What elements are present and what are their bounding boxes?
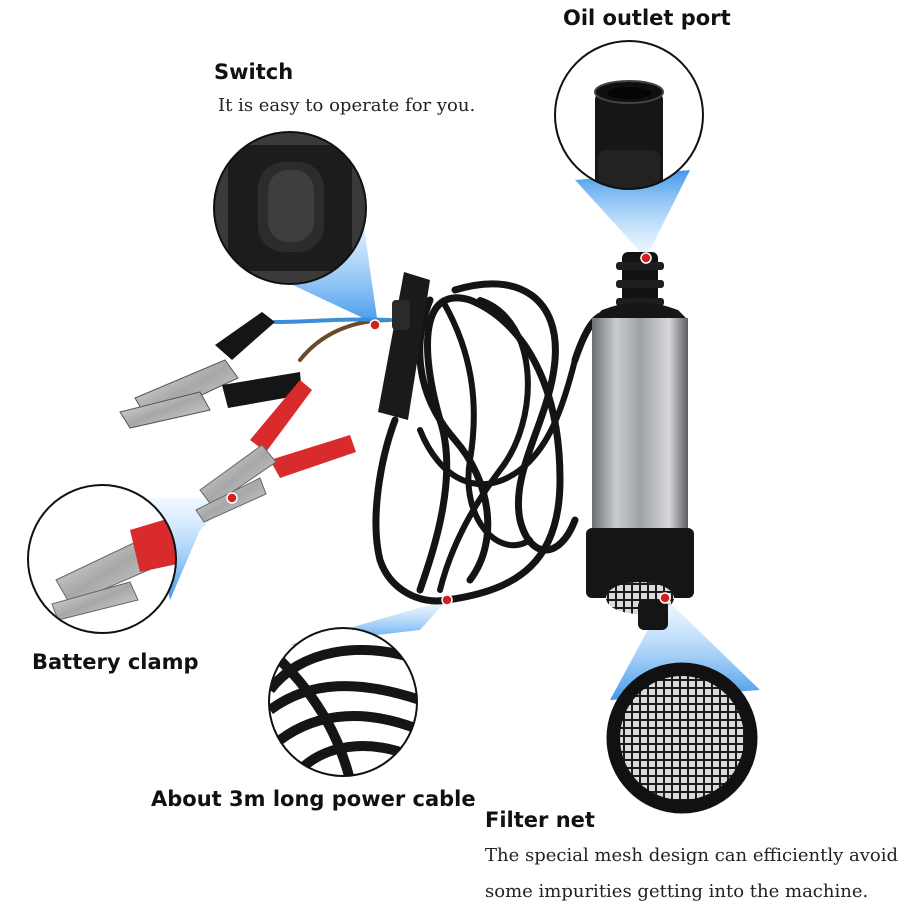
pump-body	[586, 252, 694, 630]
cable-marker	[441, 594, 453, 606]
outlet-callout-beam	[575, 170, 690, 258]
inline-switch	[378, 272, 430, 420]
cable-zoom-circle	[268, 627, 418, 777]
outlet-marker	[640, 252, 652, 264]
switch-zoom-circle	[213, 131, 367, 285]
filter-zoom-circle	[606, 662, 758, 814]
filter-description-line2: some impurities getting into the machine…	[485, 881, 869, 902]
switch-marker	[369, 319, 381, 331]
cable-title: About 3m long power cable	[151, 787, 476, 811]
power-cable	[273, 280, 609, 605]
filter-marker	[659, 592, 671, 604]
filter-title: Filter net	[485, 808, 595, 832]
switch-description: It is easy to operate for you.	[218, 95, 476, 116]
red-battery-clamp	[195, 380, 356, 523]
outlet-zoom-circle	[554, 40, 704, 190]
clamp-title: Battery clamp	[32, 650, 199, 674]
outlet-title: Oil outlet port	[563, 6, 731, 30]
clamp-zoom-circle	[27, 484, 177, 634]
filter-description-line1: The special mesh design can efficiently …	[485, 845, 899, 866]
switch-title: Switch	[214, 60, 294, 84]
clamp-marker	[226, 492, 238, 504]
black-battery-clamp	[119, 312, 302, 429]
